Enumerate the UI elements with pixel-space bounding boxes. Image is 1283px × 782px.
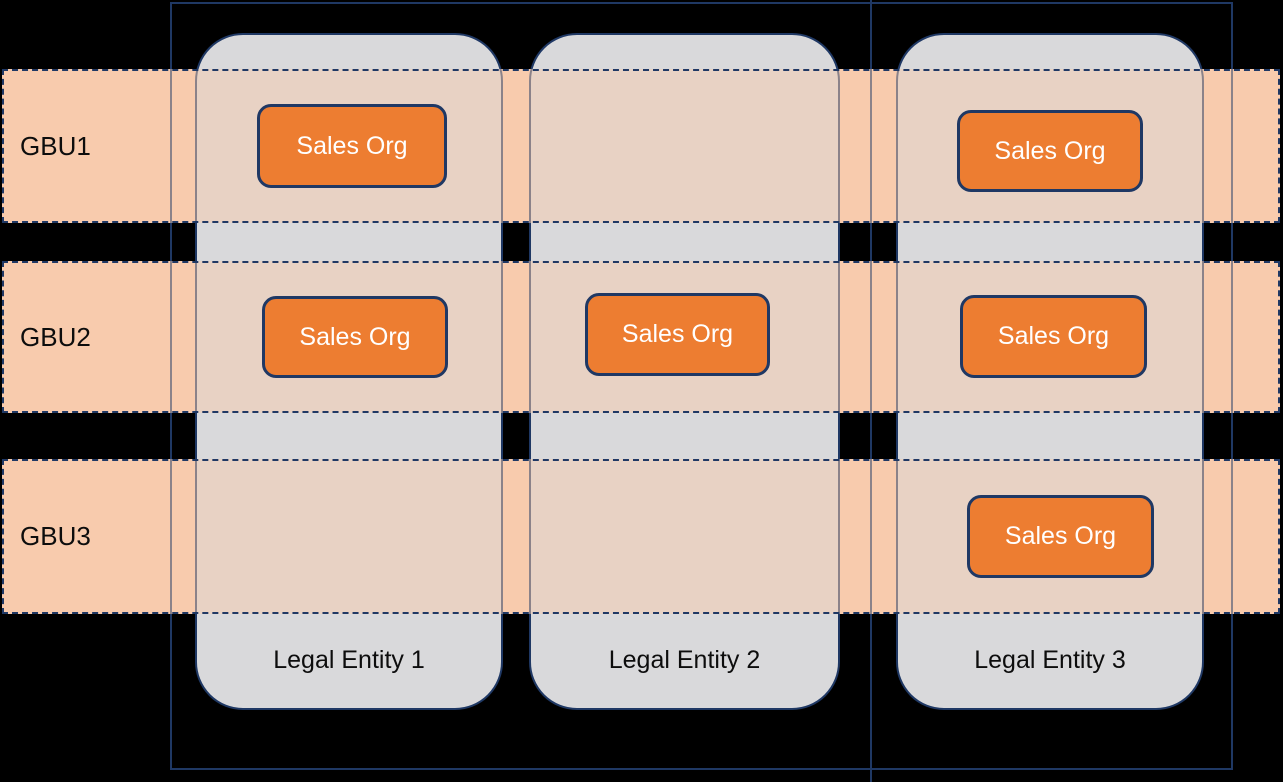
sales-org-label: Sales Org xyxy=(296,131,408,160)
gbu-row-label: GBU1 xyxy=(20,130,91,161)
sales-org-box: Sales Org xyxy=(957,110,1143,192)
sales-org-label: Sales Org xyxy=(997,322,1110,350)
sales-org-label: Sales Org xyxy=(1004,522,1117,550)
gbu-row-label: GBU2 xyxy=(20,321,91,352)
legal-entity-label: Legal Entity 1 xyxy=(273,645,425,674)
sales-org-label: Sales Org xyxy=(299,322,411,351)
sales-org-box: Sales Org xyxy=(960,295,1147,378)
gbu-row-label: GBU3 xyxy=(20,521,91,551)
sales-org-label: Sales Org xyxy=(621,320,734,348)
sales-org-box: Sales Org xyxy=(967,495,1154,578)
legal-entity-label: Legal Entity 3 xyxy=(974,645,1126,674)
legal-entity-label: Legal Entity 2 xyxy=(608,645,761,674)
sales-org-box: Sales Org xyxy=(262,296,448,378)
sales-org-box: Sales Org xyxy=(585,293,770,376)
sales-org-label: Sales Org xyxy=(994,136,1106,165)
gbu-row-band: GBU1 xyxy=(2,69,1280,223)
sales-org-box: Sales Org xyxy=(257,104,447,188)
